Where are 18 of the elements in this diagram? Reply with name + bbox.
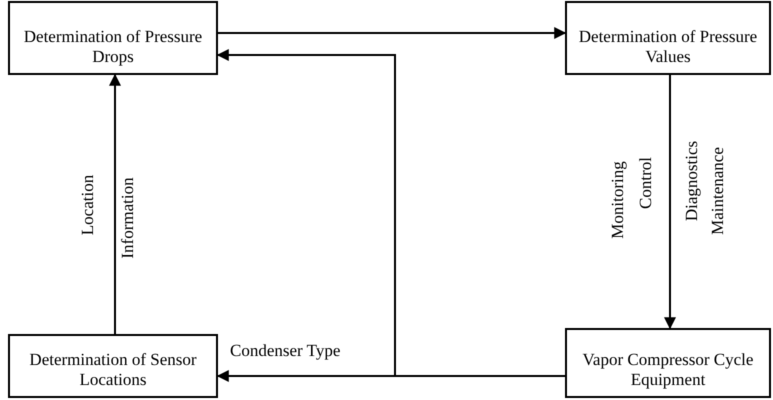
edge-note: Diagnostics [682,140,702,222]
process-box [8,1,218,75]
edge-note: Monitoring [608,161,628,239]
edge-label: Condenser Type [228,341,342,361]
arrow [218,27,566,39]
edge-note: Information [118,177,138,259]
box-label: Vapor Compressor Cycle Equipment [582,350,754,390]
edge-note: Maintenance [708,147,728,235]
box-label: Determination of Sensor Locations [28,350,198,390]
arrow [664,75,676,330]
edge-note: Control [636,157,656,209]
arrow [109,74,121,334]
process-box [565,1,771,75]
process-box [565,328,771,398]
process-box [8,334,218,398]
edge-note: Location [78,174,98,236]
box-label: Determination of Pressure Values [578,27,758,67]
box-label: Determination of Pressure Drops [22,27,204,67]
